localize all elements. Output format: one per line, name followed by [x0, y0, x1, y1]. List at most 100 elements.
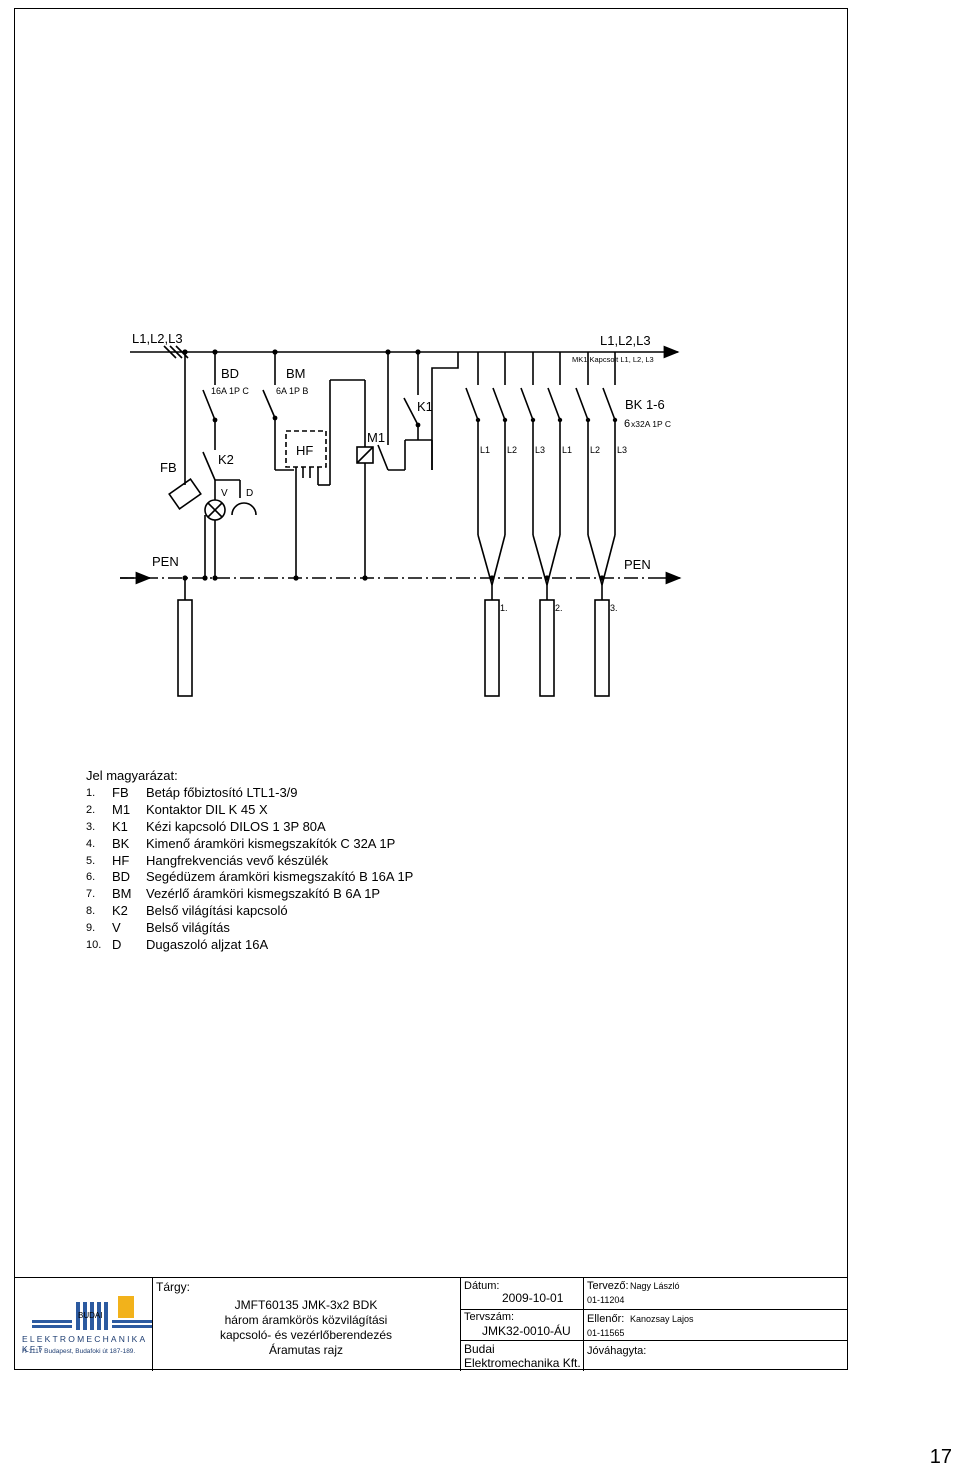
legend-code: HF	[112, 852, 130, 868]
legend-text: Hangfrekvenciás vevő készülék	[146, 852, 329, 868]
approved-label: Jóváhagyta:	[587, 1345, 647, 1357]
bus-hatch	[169, 345, 183, 359]
phase-label: L1	[562, 445, 572, 455]
legend-item: 8. K2 Belső világítási kapcsoló	[86, 903, 413, 920]
subject-text: JMFT60135 JMK-3x2 BDK három áramkörös kö…	[156, 1298, 456, 1358]
legend-text: Vezérlő áramköri kismegszakító B 6A 1P	[146, 886, 381, 902]
checker-id: 01-11565	[587, 1328, 625, 1338]
bm-rating: 6A 1P B	[276, 386, 308, 396]
company-name: ELEKTROMECHANIKA KFT	[22, 1334, 147, 1354]
bus-right-label: L1,L2,L3	[600, 333, 651, 348]
legend-num: 10.	[86, 939, 102, 952]
legend-text: Belső világítási kapcsoló	[146, 903, 288, 919]
phase-label: L3	[535, 445, 545, 455]
bm-label: BM	[286, 366, 306, 381]
subject-line: JMFT60135 JMK-3x2 BDK	[234, 1298, 378, 1312]
bk-count: 6	[624, 418, 630, 430]
legend-code: BM	[112, 886, 132, 902]
bd-breaker	[202, 389, 216, 421]
bk-rating: x32A 1P C	[631, 419, 671, 429]
date-label: Dátum:	[464, 1280, 500, 1292]
designer-name: Nagy László	[630, 1281, 680, 1291]
legend-text: Dugaszoló aljzat 16A	[146, 937, 269, 953]
legend-text: Belső világítás	[146, 920, 230, 936]
legend-code: V	[112, 920, 121, 936]
page-number: 17	[929, 1446, 952, 1468]
bus-left-label: L1,L2,L3	[132, 331, 183, 346]
bm-breaker	[262, 389, 276, 419]
subject-line: kapcsoló- és vezérlőberendezés	[219, 1328, 393, 1342]
legend: Jel magyarázat: 1. FB Betáp főbiztosító LT…	[86, 768, 413, 954]
subject-line: Áramutas rajz	[268, 1343, 344, 1357]
fb-fuse	[168, 478, 202, 510]
schematic-diagram: L1,L2,L3 L1,L2,L3 MK1 Kapcsolt L1, L2, L…	[120, 331, 682, 697]
drawing-no-label: Tervszám:	[464, 1311, 515, 1323]
bus-hatch	[175, 345, 189, 359]
k2-switch	[202, 451, 216, 481]
legend-text: Kontaktor DIL K 45 X	[146, 801, 268, 817]
legend-num: 2.	[86, 803, 96, 816]
legend-code: BK	[112, 835, 130, 851]
drawing-frame	[14, 8, 848, 1370]
k2-label: K2	[218, 452, 234, 467]
cable-label: 2.	[555, 603, 563, 613]
legend-item: 1. FB Betáp főbiztosító LTL1-3/9	[86, 785, 413, 802]
legend-text: Kézi kapcsoló DILOS 1 3P 80A	[146, 818, 326, 834]
m1-contact	[377, 444, 389, 471]
company-address: H-1117 Budapest, Budafoki út 187-189.	[22, 1348, 136, 1355]
legend-code: FB	[112, 784, 129, 800]
title-block: BUDAI ELEKTROMECHANIKA KFT H-1117 Budape…	[14, 1277, 848, 1371]
legend-num: 5.	[86, 854, 96, 867]
legend-title: Jel magyarázat:	[86, 768, 178, 783]
date-value: 2009-10-01	[502, 1291, 564, 1305]
subject-line: három áramkörös közvilágítási	[224, 1313, 388, 1327]
d-label: D	[246, 488, 253, 499]
bd-rating: 16A 1P C	[211, 386, 249, 396]
cable-3	[594, 599, 610, 697]
legend-item: 2. M1 Kontaktor DIL K 45 X	[86, 802, 413, 819]
bus-right-sublabel: MK1 Kapcsolt L1, L2, L3	[572, 355, 654, 364]
fb-label: FB	[160, 460, 177, 475]
feed-cable	[177, 599, 193, 697]
legend-text: Betáp főbiztosító LTL1-3/9	[146, 784, 298, 800]
legend-num: 6.	[86, 871, 96, 884]
legend-num: 8.	[86, 905, 96, 918]
legend-num: 1.	[86, 786, 96, 799]
drawing-no-value: JMK32-0010-ÁU	[482, 1324, 571, 1338]
designer-id: 01-11204	[587, 1295, 625, 1305]
phase-label: L3	[617, 445, 627, 455]
legend-code: M1	[112, 801, 131, 817]
legend-code: BD	[112, 869, 131, 885]
cable-label: 3.	[610, 603, 618, 613]
phase-label: L2	[507, 445, 517, 455]
org-line1: Budai	[464, 1342, 495, 1356]
pen-left-label: PEN	[152, 554, 179, 569]
legend-text: Kimenő áramköri kismegszakítók C 32A 1P	[146, 835, 396, 851]
bk-breakers	[465, 352, 616, 535]
logo-graphic: BUDAI	[32, 1296, 152, 1330]
m1-label: M1	[367, 430, 385, 445]
org-line2: Elektromechanika Kft.	[464, 1356, 581, 1370]
cable-label: 1.	[500, 603, 508, 613]
legend-item: 5. HF Hangfrekvenciás vevő készülék	[86, 853, 413, 870]
subject-label: Tárgy:	[156, 1280, 191, 1294]
socket-symbol	[231, 502, 257, 516]
designer-label: Tervező:	[587, 1280, 629, 1292]
legend-code: K2	[112, 903, 128, 919]
hf-label: HF	[296, 443, 313, 458]
checker-label: Ellenőr:	[587, 1313, 625, 1325]
checker-name: Kanozsay Lajos	[630, 1314, 694, 1324]
k1-switch	[403, 397, 419, 426]
bk-label: BK 1-6	[625, 397, 665, 412]
cable-1	[484, 599, 500, 697]
legend-item: 6. BD Segédüzem áramköri kismegszakító B 1…	[86, 869, 413, 886]
phase-label: L2	[590, 445, 600, 455]
v-label: V	[221, 488, 228, 499]
cable-2	[539, 599, 555, 697]
legend-text: Segédüzem áramköri kismegszakító B 16A 1…	[146, 869, 414, 885]
